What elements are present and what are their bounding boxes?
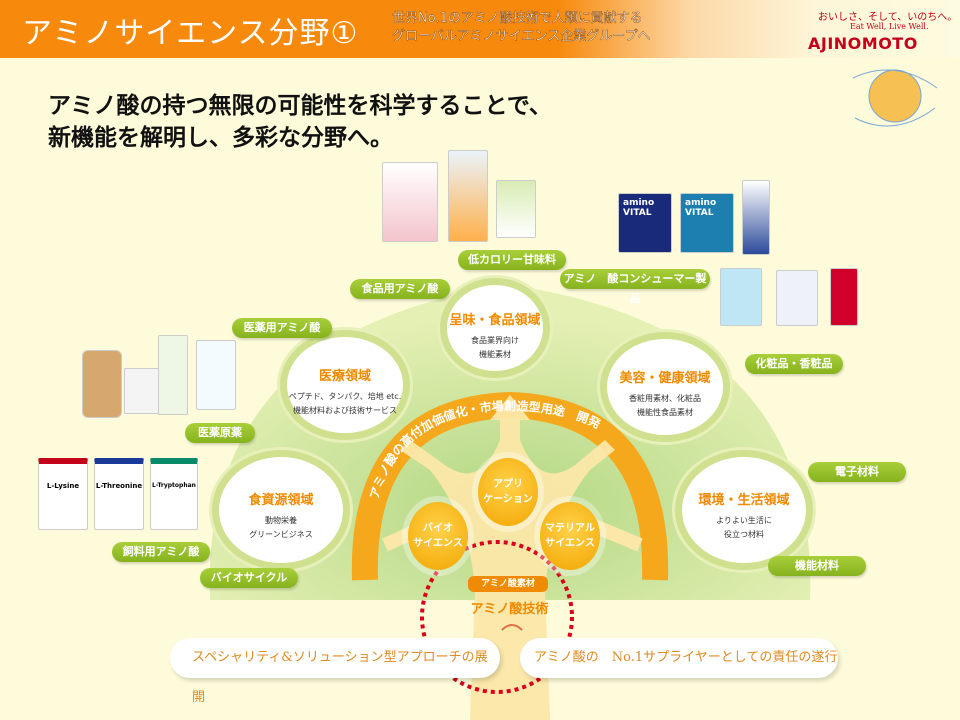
label-pharma-amino-acids: 医薬用アミノ酸 xyxy=(232,318,332,338)
label-cosmetics: 化粧品・香粧品 xyxy=(745,354,843,374)
product-bottles xyxy=(158,335,188,415)
product-l-lysine: L-Lysine xyxy=(38,458,88,530)
product-drum xyxy=(82,350,122,418)
label-api: 医薬原薬 xyxy=(185,423,255,443)
tree-trunk-arrows xyxy=(400,395,615,720)
label-electronic-materials: 電子材料 xyxy=(808,462,906,482)
amino-technology: アミノ酸技術 xyxy=(470,602,549,617)
label-functional-materials: 機能材料 xyxy=(768,556,866,576)
product-pharma-bags xyxy=(196,340,236,410)
product-amino-vital-1: amino VITAL xyxy=(618,193,672,253)
headline-line-1: アミノ酸の持つ無限の可能性を科学することで、 xyxy=(48,93,552,119)
product-sweetener-bottle xyxy=(448,150,488,242)
product-pal-sweet xyxy=(382,162,438,242)
orange-globe-icon xyxy=(852,69,938,127)
domain-environment: 環境・生活領域よりよい生活に役立つ材料 xyxy=(675,450,813,570)
label-low-calorie-sweetener: 低カロリー甘味料 xyxy=(458,250,566,270)
core-material-science: マテリアルサイエンス xyxy=(540,502,600,570)
product-glyna xyxy=(720,268,762,326)
highlight-dotted-circle xyxy=(420,540,574,694)
subtitle-line-2: グローバルアミノサイエンス企業グループへ xyxy=(392,29,651,44)
product-l-tryptophan: L-Tryptophan xyxy=(150,458,198,530)
slogan: おいしさ、そして、いのちへ。 xyxy=(818,12,958,23)
domain-food-resources: 食資源領域動物栄養グリーンビジネス xyxy=(212,450,350,570)
slide-subtitle: 世界No.1のアミノ酸技術で人類に貢献するグローバルアミノサイエンス企業グループ… xyxy=(392,10,651,46)
subtitle-line-1: 世界No.1のアミノ酸技術で人類に貢献する xyxy=(392,11,643,26)
label-biocycle: バイオサイクル xyxy=(200,568,298,588)
product-calpaiter xyxy=(776,270,818,326)
headline-line-2: 新機能を解明し、多彩な分野へ。 xyxy=(48,125,393,151)
domain-medical: 医療領域ペプチド、タンパク、培地 etc.機能材料および技術サービス xyxy=(280,330,410,440)
label-consumer-products: アミノ 酸コンシューマー製品 xyxy=(560,269,710,305)
product-amino-vital-2: amino VITAL xyxy=(680,193,734,253)
product-sweetener-pack xyxy=(496,180,536,238)
ajinomoto-logo: AJINOMOTO xyxy=(808,34,918,53)
bottom-left-pill: スペシャリティ&ソリューション型アプローチの展開 xyxy=(170,638,500,705)
bottom-right-pill: アミノ酸の No.1サプライヤーとしての責任の遂行 xyxy=(520,638,838,678)
slogan-en: Eat Well, Live Well. xyxy=(850,22,929,31)
label-food-amino-acids: 食品用アミノ酸 xyxy=(350,279,450,299)
core-bioscience: バイオサイエンス xyxy=(408,502,468,570)
core-application: アプリケーション xyxy=(478,458,538,526)
product-l-threonine: L-Threonine xyxy=(94,458,144,530)
product-bag xyxy=(124,368,160,414)
product-noninkarta xyxy=(830,268,858,326)
label-feed-amino-acids: 飼料用アミノ酸 xyxy=(112,542,210,562)
amino-material-badge: アミノ酸素材 xyxy=(468,576,548,592)
header-bar xyxy=(0,0,960,58)
domain-food: 呈味・食品領域食品業界向け機能素材 xyxy=(440,278,550,378)
product-amino-vital-bottle xyxy=(742,180,770,255)
curved-arrow-icon xyxy=(501,624,523,631)
slide-title: アミノサイエンス分野① xyxy=(22,16,359,51)
domain-beauty-health: 美容・健康領域香粧用素材、化粧品機能性食品素材 xyxy=(600,332,730,442)
